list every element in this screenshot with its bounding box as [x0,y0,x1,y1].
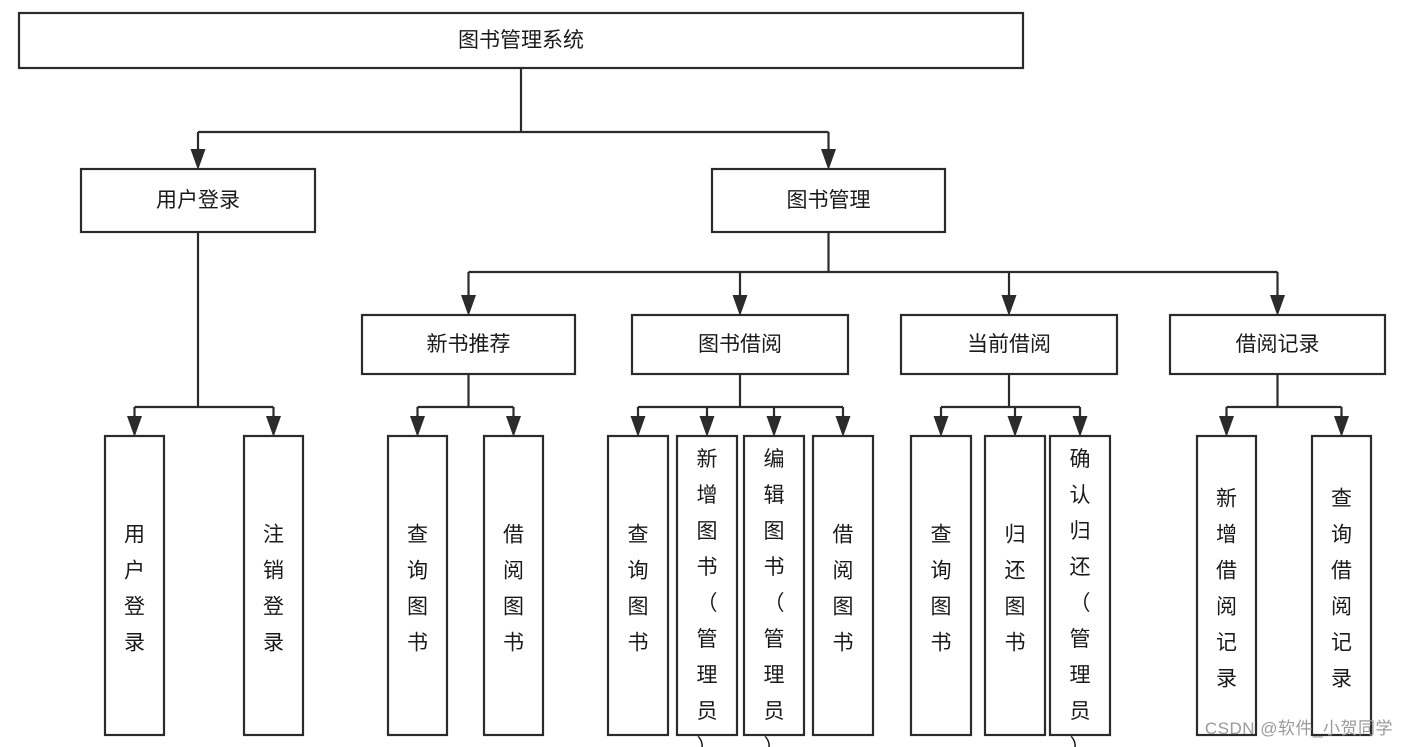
connector-1-to-leaves-arrow-1 [506,415,521,437]
node-root-system[interactable]: 图书管理系统 [17,11,1025,70]
node-leaf-6-label: 新增图书（管理员） [697,448,718,747]
node-leaf-9[interactable]: 查询图书 [909,434,973,737]
node-leaf-8-label: 借阅图书 [833,524,854,655]
node-level2-1-label: 用户登录 [156,189,240,212]
connector-2-to-leaves [630,374,851,437]
node-leaf-5[interactable]: 查询图书 [606,434,670,737]
node-level3-3[interactable]: 当前借阅 [899,313,1119,376]
node-leaf-12[interactable]: 新增借阅记录 [1195,434,1258,737]
node-leaf-2[interactable]: 注销登录 [242,434,305,737]
connector-book-mgmt-to-level3 [461,232,1285,316]
node-leaf-12-label: 新增借阅记录 [1216,488,1237,691]
node-level2-1[interactable]: 用户登录 [79,167,317,234]
node-level3-2-label: 图书借阅 [698,333,782,356]
connector-book-mgmt-to-level3-arrow-1 [732,294,748,316]
node-leaf-13-label: 查询借阅记录 [1331,488,1352,691]
node-leaf-10[interactable]: 归还图书 [983,434,1047,737]
node-level3-3-label: 当前借阅 [967,333,1051,356]
node-level3-2[interactable]: 图书借阅 [630,313,850,376]
boxes-layer: 图书管理系统用户登录图书管理新书推荐图书借阅当前借阅借阅记录用户登录注销登录查询… [17,11,1387,747]
node-leaf-5-label: 查询图书 [628,524,649,655]
node-leaf-1[interactable]: 用户登录 [103,434,166,737]
connector-user-login-to-leaves-arrow-0 [127,415,142,437]
connector-4-to-leaves-arrow-1 [1334,415,1349,437]
node-level2-2[interactable]: 图书管理 [710,167,947,234]
connector-4-to-leaves [1219,374,1349,437]
connector-3-to-leaves-arrow-2 [1072,415,1088,437]
connector-1-to-leaves [410,374,521,437]
node-leaf-7[interactable]: 编辑图书（管理员） [742,434,806,747]
connector-3-to-leaves-arrow-0 [933,415,949,437]
connector-3-to-leaves-arrow-1 [1007,415,1023,437]
node-leaf-4[interactable]: 借阅图书 [482,434,545,737]
node-leaf-4-label: 借阅图书 [503,524,524,655]
node-level3-4[interactable]: 借阅记录 [1168,313,1387,376]
node-leaf-11-label: 确认归还（管理员） [1070,448,1091,747]
connector-user-login-to-leaves-arrow-1 [266,415,281,437]
node-leaf-1-label: 用户登录 [124,524,145,655]
node-leaf-3[interactable]: 查询图书 [386,434,449,737]
connector-root-to-level2-arrow-0 [190,148,206,170]
connector-book-mgmt-to-level3-arrow-0 [461,294,476,316]
node-level3-1-label: 新书推荐 [427,333,511,356]
connector-book-mgmt-to-level3-arrow-3 [1270,294,1285,316]
node-leaf-2-label: 注销登录 [263,524,284,655]
connector-2-to-leaves-arrow-3 [835,415,851,437]
connector-user-login-to-leaves [127,232,281,437]
connector-root-to-level2 [190,68,836,170]
node-leaf-7-label: 编辑图书（管理员） [764,448,785,747]
connector-1-to-leaves-arrow-0 [410,415,425,437]
connector-2-to-leaves-arrow-0 [630,415,646,437]
node-leaf-9-label: 查询图书 [931,524,952,655]
csdn-watermark: CSDN @软件_小贺同学 [1204,719,1393,738]
connector-book-mgmt-to-level3-arrow-2 [1001,294,1017,316]
connector-root-to-level2-arrow-1 [821,148,836,170]
connectors-layer [127,68,1349,437]
node-leaf-8[interactable]: 借阅图书 [811,434,875,737]
node-leaf-3-label: 查询图书 [407,524,428,655]
node-level3-1[interactable]: 新书推荐 [360,313,577,376]
node-leaf-10-label: 归还图书 [1005,524,1026,655]
connector-2-to-leaves-arrow-2 [766,415,782,437]
connector-4-to-leaves-arrow-0 [1219,415,1234,437]
node-level3-4-label: 借阅记录 [1236,333,1320,356]
connector-2-to-leaves-arrow-1 [699,415,715,437]
node-root-system-label: 图书管理系统 [458,29,584,52]
connector-3-to-leaves [933,374,1088,437]
node-leaf-13[interactable]: 查询借阅记录 [1310,434,1373,737]
node-leaf-11[interactable]: 确认归还（管理员） [1048,434,1112,747]
node-level2-2-label: 图书管理 [787,189,871,212]
node-leaf-6[interactable]: 新增图书（管理员） [675,434,739,747]
